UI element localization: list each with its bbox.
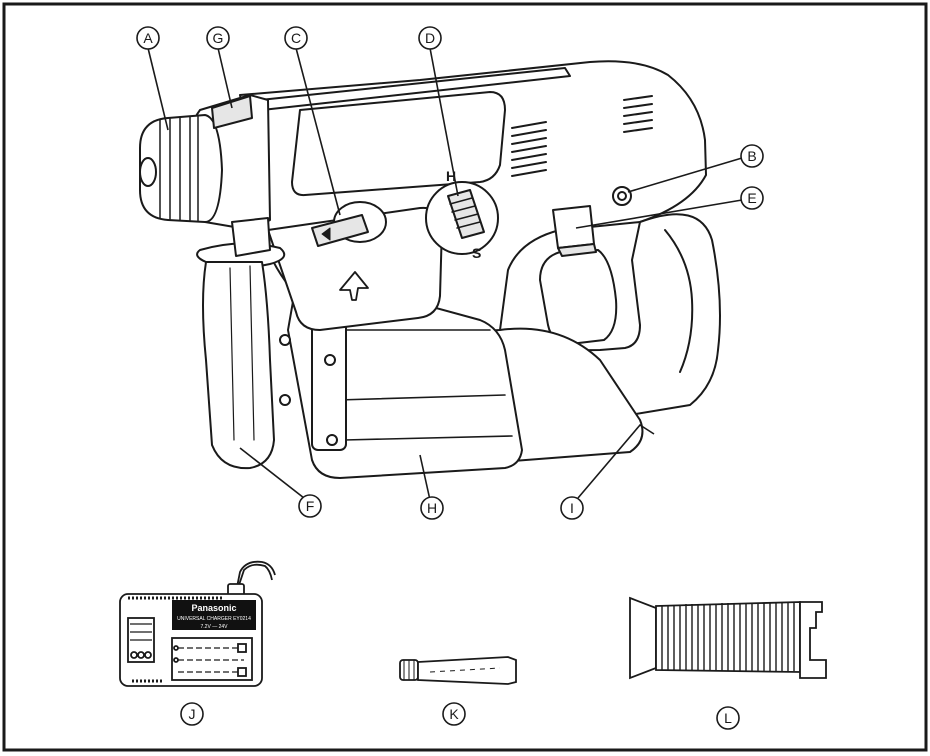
callout-b-text: B [747, 148, 756, 164]
callout-d-text: D [425, 30, 435, 46]
callout-l: L [716, 706, 740, 730]
battery-latch [311, 319, 347, 451]
charger-label-plate [172, 600, 256, 630]
dust-collector-mouth [629, 596, 657, 680]
callout-k-text: K [449, 706, 459, 722]
bellows-ridges [661, 602, 795, 671]
vent-slots [511, 95, 653, 177]
callout-labels: A G C D B E F H I J K L [136, 26, 764, 730]
mode-dial-s-label: S [472, 245, 481, 261]
callout-b: B [740, 144, 764, 168]
mode-dial: H S [425, 168, 499, 261]
callout-c-text: C [291, 30, 301, 46]
dust-collector-bracket [799, 601, 827, 679]
callout-i: I [560, 496, 584, 520]
callout-g: G [206, 26, 230, 50]
charger-model: UNIVERSAL CHARGER EY0214 [177, 616, 251, 622]
callout-f: F [298, 494, 322, 518]
charger-voltage: 7.2V — 24V [201, 624, 229, 630]
callout-l-text: L [724, 710, 732, 726]
dust-collector [629, 596, 827, 680]
callout-h: H [420, 496, 444, 520]
chuck-opening [139, 157, 157, 187]
side-recess [291, 91, 506, 197]
chuck-ridges [159, 115, 199, 222]
trigger-switch [552, 205, 595, 249]
depth-gauge-clamp [211, 95, 253, 129]
grease-tube [399, 656, 517, 685]
callout-e-text: E [747, 190, 756, 206]
callout-f-text: F [306, 498, 315, 514]
callout-e: E [740, 186, 764, 210]
callout-k: K [442, 702, 466, 726]
leader-lines [147, 47, 743, 501]
callout-d: D [418, 26, 442, 50]
callout-j: J [180, 702, 204, 726]
mode-dial-h-label: H [446, 168, 456, 184]
side-handle-grip [202, 261, 275, 470]
function-selector-lever [311, 201, 387, 301]
charger-cord [235, 560, 276, 593]
callout-a: A [136, 26, 160, 50]
charger-brand: Panasonic [191, 603, 236, 613]
grease-tube-body [417, 656, 517, 685]
rotary-hammer-drill: H S [139, 60, 721, 479]
callout-a-text: A [143, 30, 153, 46]
grip-inner-contour [539, 249, 618, 345]
callout-g-text: G [213, 30, 224, 46]
callout-j-text: J [189, 706, 196, 722]
callout-c: C [284, 26, 308, 50]
callout-i-text: I [570, 500, 574, 516]
callout-h-text: H [427, 500, 437, 516]
battery-charger: Panasonic UNIVERSAL CHARGER EY0214 7.2V … [119, 560, 276, 687]
